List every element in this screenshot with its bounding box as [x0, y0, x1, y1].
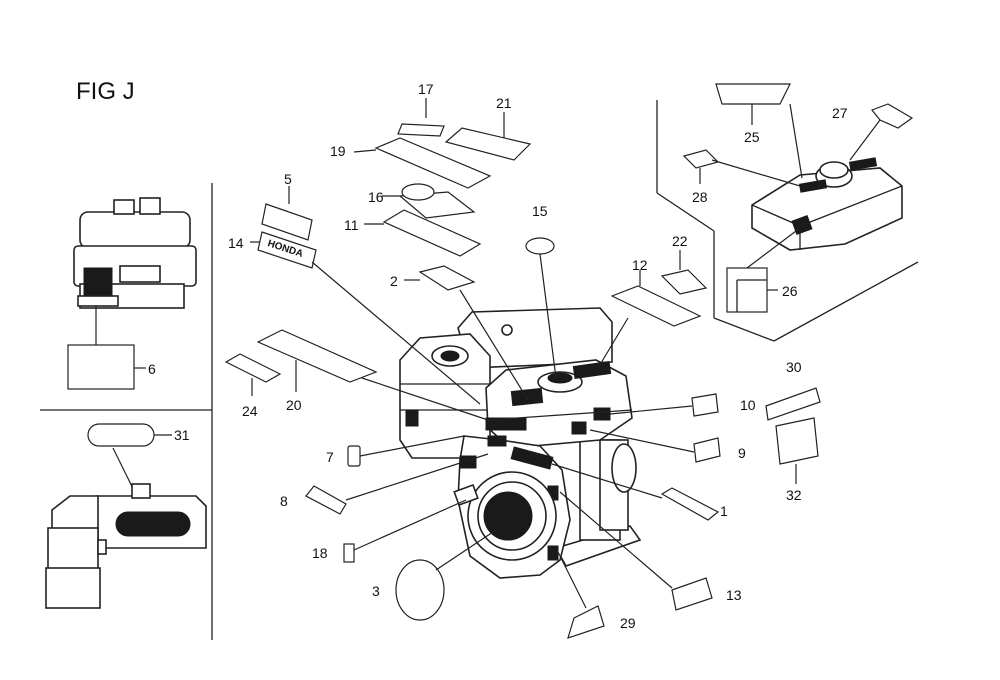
callout-13: 13 [726, 587, 742, 603]
callout-2: 2 [390, 273, 398, 289]
callout-5: 5 [284, 171, 292, 187]
callout-14: 14 [228, 235, 244, 251]
callout-1: 1 [720, 503, 728, 519]
inset-engine-top [67, 197, 197, 390]
decals: HONDA [224, 98, 821, 639]
callout-24: 24 [242, 403, 258, 419]
callout-22: 22 [672, 233, 688, 249]
callout-27: 27 [832, 105, 848, 121]
callout-19: 19 [330, 143, 346, 159]
figure-title: FIG J [76, 78, 135, 105]
callout-29: 29 [620, 615, 636, 631]
left-inset-frame [40, 183, 213, 640]
callout-21: 21 [496, 95, 512, 111]
callout-26: 26 [782, 283, 798, 299]
callout-numbers: 1 2 3 5 6 7 8 9 10 11 12 13 14 15 16 17 … [148, 81, 848, 631]
fuel-tank [751, 157, 903, 251]
callout-3: 3 [372, 583, 380, 599]
tank-inset-frame [656, 100, 919, 342]
callout-16: 16 [368, 189, 384, 205]
tank-labels [682, 83, 914, 313]
callout-7: 7 [326, 449, 334, 465]
callout-28: 28 [692, 189, 708, 205]
callout-32: 32 [786, 487, 802, 503]
callout-20: 20 [286, 397, 302, 413]
callout-11: 11 [344, 217, 359, 233]
callout-6: 6 [148, 361, 156, 377]
callout-30: 30 [786, 359, 802, 375]
callout-17: 17 [418, 81, 434, 97]
callout-12: 12 [632, 257, 648, 273]
callout-9: 9 [738, 445, 746, 461]
callout-10: 10 [740, 397, 756, 413]
callout-15: 15 [532, 203, 548, 219]
callout-8: 8 [280, 493, 288, 509]
callout-18: 18 [312, 545, 328, 561]
callout-31: 31 [174, 427, 190, 443]
main-engine [399, 307, 642, 579]
inset-engine-bottom [45, 423, 207, 609]
callout-25: 25 [744, 129, 760, 145]
